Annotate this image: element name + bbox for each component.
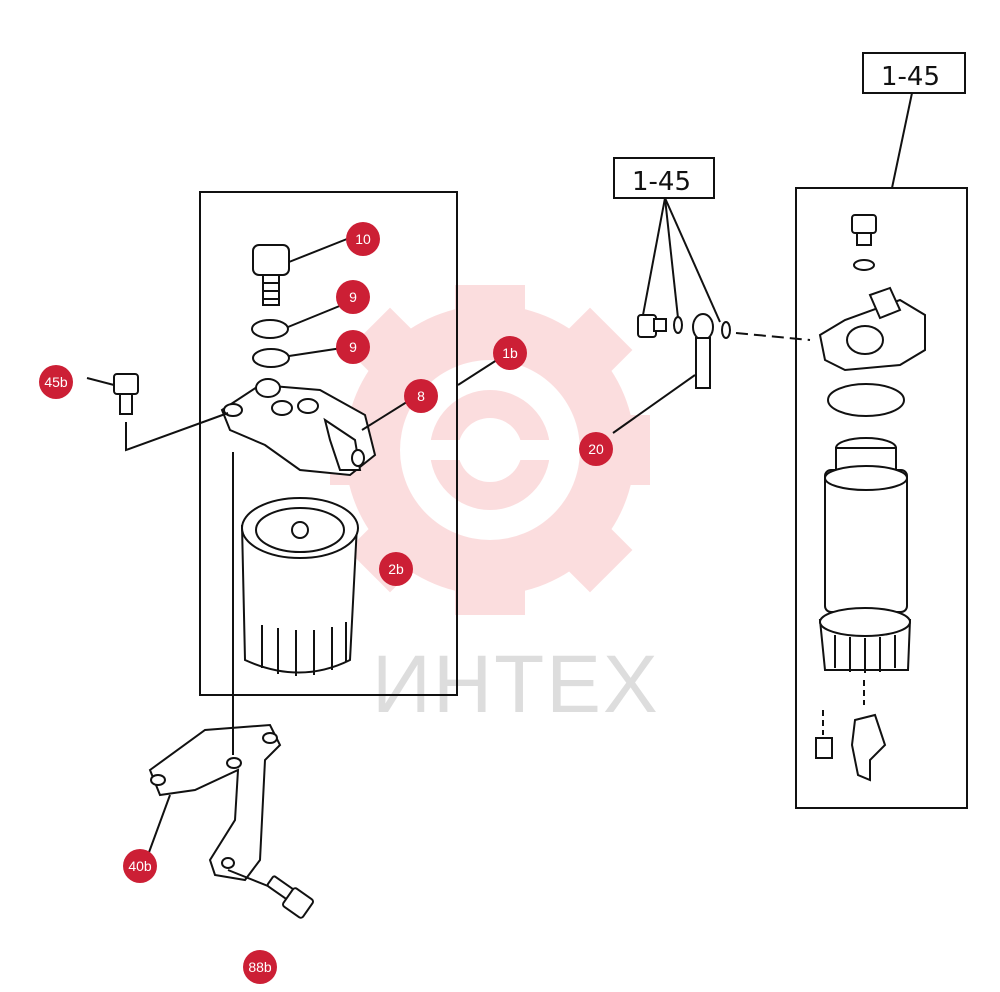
callout-40b[interactable]: 40b: [123, 849, 157, 883]
callout-88b[interactable]: 88b: [243, 950, 277, 984]
reference-label-top-right: 1-45: [881, 62, 940, 92]
reference-box-middle[interactable]: 1-45: [613, 157, 715, 199]
callout-20[interactable]: 20: [579, 432, 613, 466]
right-assembly-frame: [795, 187, 968, 809]
callout-label: 2b: [388, 561, 404, 577]
callout-8[interactable]: 8: [404, 379, 438, 413]
callout-label: 9: [349, 339, 357, 355]
callout-45b[interactable]: 45b: [39, 365, 73, 399]
callout-9-upper[interactable]: 9: [336, 280, 370, 314]
callout-2b[interactable]: 2b: [379, 552, 413, 586]
washer-part-upper: [251, 319, 289, 339]
callout-label: 10: [355, 231, 371, 247]
washer-part-lower: [252, 348, 290, 368]
watermark-gear-icon: [330, 285, 650, 615]
callout-10[interactable]: 10: [346, 222, 380, 256]
bolt-88b-part: [266, 875, 314, 919]
callout-label: 8: [417, 388, 425, 404]
filter-head-part: [220, 378, 377, 477]
bracket-part: [148, 723, 282, 882]
callout-label: 45b: [44, 374, 68, 390]
callout-1b[interactable]: 1b: [493, 336, 527, 370]
callout-label: 40b: [128, 858, 152, 874]
watermark-text: ИНТЕХ: [372, 639, 660, 730]
banjo-bolt-part: [637, 313, 731, 389]
reference-label-middle: 1-45: [632, 167, 691, 197]
reference-box-top-right[interactable]: 1-45: [862, 52, 966, 94]
callout-9-lower[interactable]: 9: [336, 330, 370, 364]
left-assembly-frame: [199, 191, 458, 696]
bolt-part: [252, 244, 290, 306]
callout-label: 1b: [502, 345, 518, 361]
bolt-45b-part: [113, 373, 139, 415]
fuel-filter-assembly-part: [815, 214, 926, 782]
callout-label: 20: [588, 441, 604, 457]
filter-cartridge-part: [241, 497, 359, 676]
callout-label: 9: [349, 289, 357, 305]
watermark: [330, 285, 650, 615]
callout-label: 88b: [248, 959, 272, 975]
